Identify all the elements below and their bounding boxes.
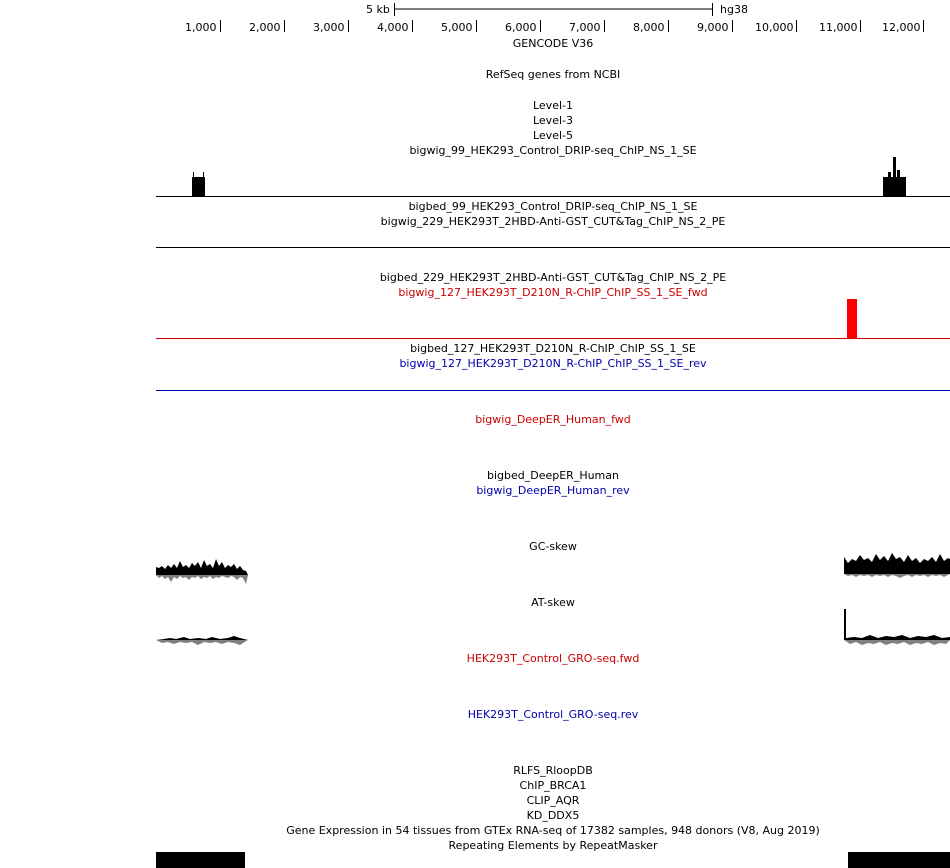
track-label-level3[interactable]: Level-3 (532, 114, 573, 127)
track-label-bigbed-229[interactable]: bigbed_229_HEK293T_2HBD-Anti-GST_CUT&Tag… (379, 271, 727, 284)
ruler-tick-label: 1,000 (185, 21, 217, 34)
ruler-tick-mark (412, 20, 413, 32)
ruler-tick-label: 10,000 (755, 21, 794, 34)
track-label-clip-aqr[interactable]: CLIP_AQR (526, 794, 580, 807)
ruler-tick-label: 8,000 (633, 21, 665, 34)
track-label-level5[interactable]: Level-5 (532, 129, 573, 142)
track-label-level1[interactable]: Level-1 (532, 99, 573, 112)
baseline-bigwig-99 (156, 196, 950, 197)
ruler-tick-label: 5,000 (441, 21, 473, 34)
gc-skew-signal-left (156, 559, 248, 584)
ruler-tick-mark (540, 20, 541, 32)
repeat-element-block (848, 852, 950, 868)
track-label-gro-rev[interactable]: HEK293T_Control_GRO-seq.rev (467, 708, 639, 721)
signal-peak (193, 172, 194, 177)
ruler-tick-mark (220, 20, 221, 32)
signal-peak (893, 157, 896, 177)
track-label-bigwig-127-fwd[interactable]: bigwig_127_HEK293T_D210N_R-ChIP_ChIP_SS_… (398, 286, 708, 299)
ruler-tick-mark (668, 20, 669, 32)
ruler-tick-label: 7,000 (569, 21, 601, 34)
track-label-kd-ddx5[interactable]: KD_DDX5 (526, 809, 580, 822)
ruler-tick-label: 9,000 (697, 21, 729, 34)
ruler-tick-mark (923, 20, 924, 32)
scale-bar (394, 3, 713, 16)
ruler-tick-mark (732, 20, 733, 32)
track-label-gro-fwd[interactable]: HEK293T_Control_GRO-seq.fwd (466, 652, 640, 665)
ruler-tick-mark (348, 20, 349, 32)
track-label-bigbed-deeper[interactable]: bigbed_DeepER_Human (486, 469, 619, 482)
repeat-element-block (156, 852, 245, 868)
ruler-tick-mark (604, 20, 605, 32)
track-label-repeatmasker[interactable]: Repeating Elements by RepeatMasker (448, 839, 658, 852)
gc-skew-signal-right (844, 553, 950, 578)
baseline-bigwig-229 (156, 247, 950, 248)
ruler-tick-label: 6,000 (505, 21, 537, 34)
track-label-rlfs[interactable]: RLFS_RloopDB (513, 764, 593, 777)
track-label-chip-brca1[interactable]: ChIP_BRCA1 (519, 779, 587, 792)
baseline-bigwig-127-rev (156, 390, 950, 391)
ruler-tick-label: 11,000 (819, 21, 858, 34)
scale-label: 5 kb (366, 3, 390, 16)
at-skew-signal-right (844, 609, 950, 645)
ruler-tick-mark (284, 20, 285, 32)
track-label-bigwig-229[interactable]: bigwig_229_HEK293T_2HBD-Anti-GST_CUT&Tag… (380, 215, 726, 228)
ruler-tick-label: 3,000 (313, 21, 345, 34)
track-label-deeper-fwd[interactable]: bigwig_DeepER_Human_fwd (475, 413, 631, 426)
bigwig-127-fwd-peak (847, 299, 857, 338)
at-skew-signal-left (156, 636, 248, 645)
track-label-deeper-rev[interactable]: bigwig_DeepER_Human_rev (476, 484, 630, 497)
track-label-at-skew[interactable]: AT-skew (531, 596, 575, 609)
track-label-bigwig-99[interactable]: bigwig_99_HEK293_Control_DRIP-seq_ChIP_N… (409, 144, 697, 157)
ruler-tick-mark (796, 20, 797, 32)
track-label-bigbed-99[interactable]: bigbed_99_HEK293_Control_DRIP-seq_ChIP_N… (408, 200, 698, 213)
ruler-tick-label: 12,000 (882, 21, 921, 34)
ruler-tick-mark (860, 20, 861, 32)
assembly-label: hg38 (720, 3, 748, 16)
ruler-tick-label: 2,000 (249, 21, 281, 34)
ruler-tick-mark (476, 20, 477, 32)
track-label-gtex[interactable]: Gene Expression in 54 tissues from GTEx … (286, 824, 820, 837)
baseline-bigwig-127-fwd (156, 338, 950, 339)
track-label-gc-skew[interactable]: GC-skew (529, 540, 577, 553)
signal-peak (888, 172, 891, 177)
signal-peak (897, 170, 900, 177)
track-label-bigbed-127[interactable]: bigbed_127_HEK293T_D210N_R-ChIP_ChIP_SS_… (410, 342, 696, 355)
track-label-refseq[interactable]: RefSeq genes from NCBI (485, 68, 621, 81)
track-label-bigwig-127-rev[interactable]: bigwig_127_HEK293T_D210N_R-ChIP_ChIP_SS_… (399, 357, 707, 370)
signal-peak (192, 177, 205, 196)
signal-peak (883, 177, 906, 196)
signal-peak (203, 172, 204, 177)
track-label-gencode[interactable]: GENCODE V36 (512, 37, 594, 50)
ruler-tick-label: 4,000 (377, 21, 409, 34)
